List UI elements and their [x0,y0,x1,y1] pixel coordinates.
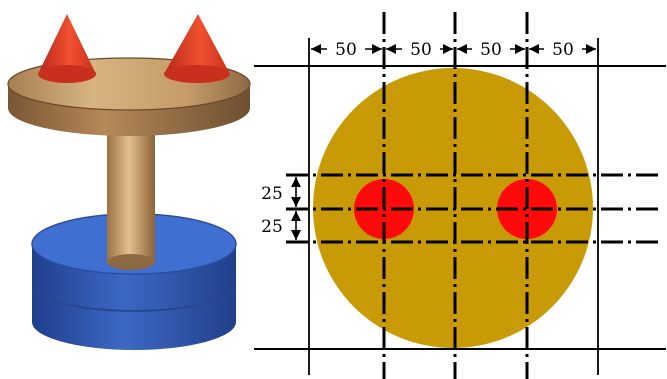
dim-top-4: 50 [552,40,574,60]
vertical-centerlines [382,12,529,379]
dim-left-2: 25 [261,217,283,237]
dim-top-3: 50 [480,40,502,60]
dim-top-2: 50 [410,40,432,60]
dim-top-1: 50 [335,40,357,60]
stool-photo [7,14,251,350]
wooden-post [107,120,155,270]
left-arrowheads [291,177,301,240]
dim-left-1: 25 [261,184,283,204]
right-cone [164,14,230,83]
horizontal-centerlines [286,173,660,244]
left-cone [38,14,96,83]
top-arrowheads [311,44,596,54]
technical-drawing: 50 50 50 50 25 25 [254,12,666,379]
